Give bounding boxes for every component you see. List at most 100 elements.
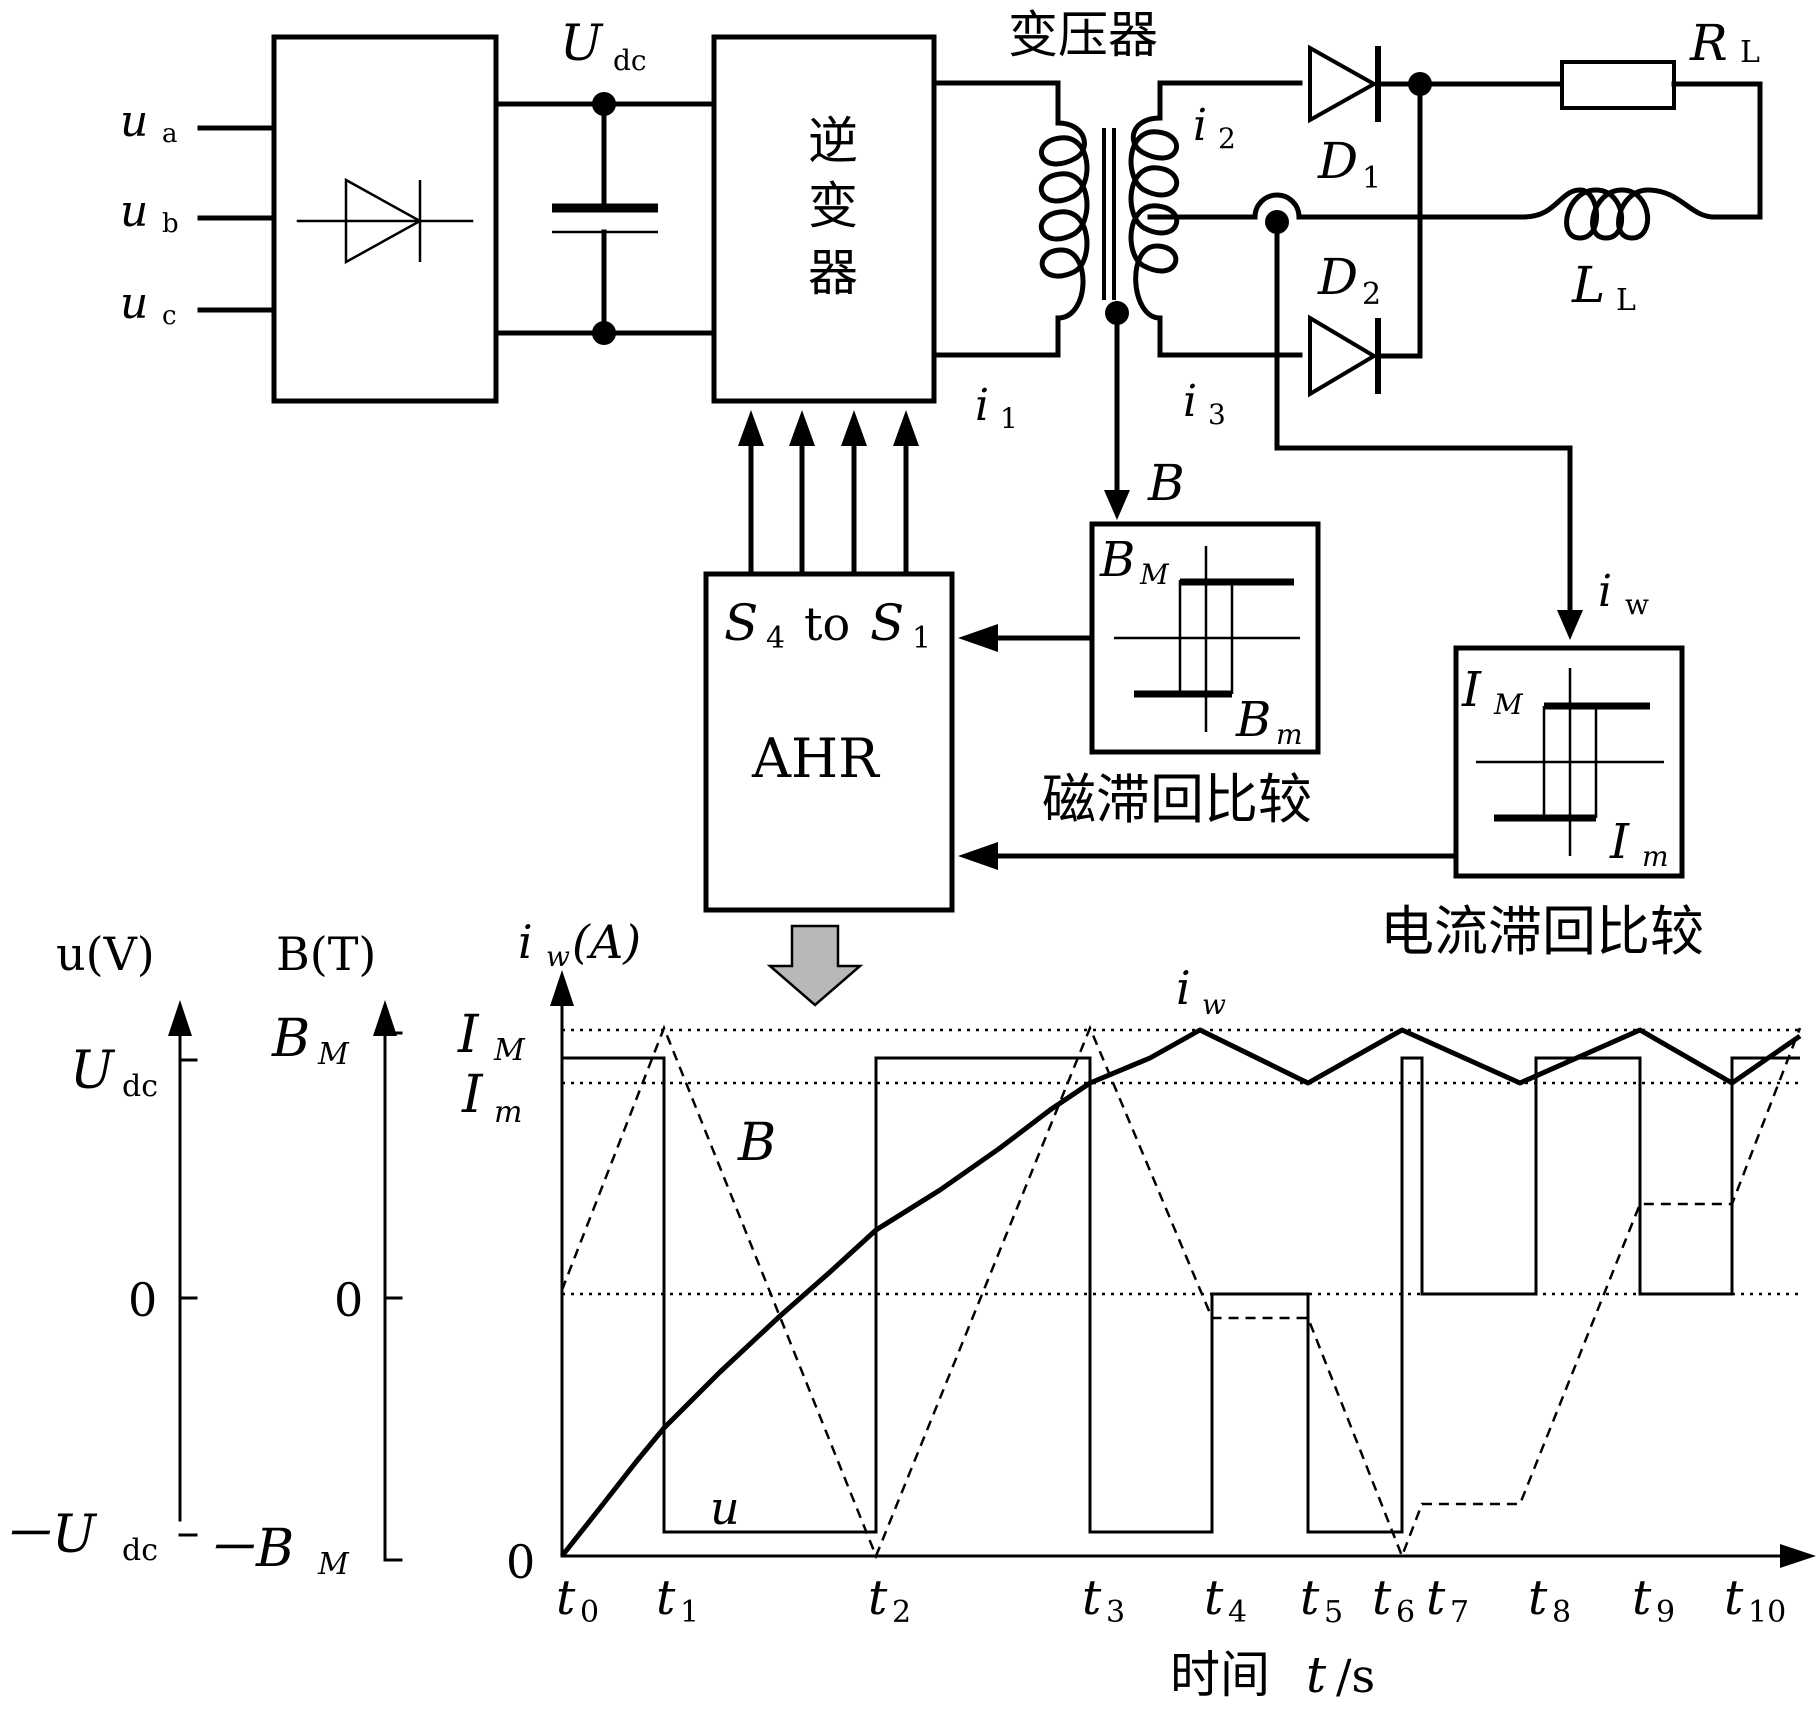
inverter-label-2: 变: [808, 177, 858, 235]
ahr-to: to: [804, 597, 850, 651]
b-bottom-sub: M: [317, 1547, 350, 1582]
current-hysteresis-comparator: I M I m 电流滞回比较: [1380, 645, 1704, 963]
iw-waveform: [560, 1027, 1802, 1558]
i-axis-title-unit: (A): [572, 915, 641, 969]
time-tick-sub-9: 9: [1656, 1595, 1675, 1630]
time-tick-t6: t: [1372, 1570, 1392, 1626]
x-axis-var: t: [1306, 1646, 1327, 1704]
input-sub-ub: b: [162, 209, 179, 239]
Im-label: I: [1609, 814, 1630, 870]
u-curve-label: u: [710, 1481, 740, 1535]
time-tick-t10: t: [1724, 1570, 1744, 1626]
time-tick-sub-2: 2: [892, 1595, 911, 1630]
diode-d1: D 1: [1308, 44, 1423, 196]
time-tick-sub-10: 10: [1748, 1595, 1786, 1630]
rl-label: R: [1689, 14, 1728, 72]
iw-curve-sub: w: [1202, 988, 1226, 1021]
magnetic-hysteresis-comparator: B M B m 磁滞回比较: [1042, 521, 1321, 831]
input-label-uc: u: [120, 278, 148, 329]
time-tick-t8: t: [1528, 1570, 1548, 1626]
time-tick-t2: t: [868, 1570, 888, 1626]
time-tick-t7: t: [1426, 1570, 1446, 1626]
rectifier-block: [271, 34, 499, 404]
ahr-s1: S: [870, 594, 904, 652]
b-axis-title: B(T): [276, 927, 376, 981]
udc-label: U: [560, 14, 604, 72]
flux-label: B: [1147, 454, 1185, 512]
i-zero-label: 0: [506, 1535, 535, 1589]
udc-sub: dc: [613, 44, 647, 77]
b-curve-label: B: [737, 1113, 776, 1173]
time-tick-sub-7: 7: [1450, 1595, 1469, 1630]
inverter-block: 逆 变 器: [711, 34, 937, 404]
time-tick-sub-0: 0: [580, 1595, 599, 1630]
left-axes: u(V) B(T) U dc 0 －U dc B M 0 －B M: [0, 927, 403, 1582]
i-axis-title-sub: w: [546, 940, 570, 973]
transformer: 变压器 B: [931, 6, 1303, 520]
load-circuit: R L L L i w: [1249, 14, 1763, 640]
iw-label: i: [1598, 566, 1612, 617]
i1-label: i: [975, 380, 989, 431]
inverter-label-1: 逆: [808, 112, 858, 170]
secondary-winding-icon: [1128, 115, 1180, 321]
u-bottom-label: －U: [0, 1505, 98, 1565]
i2-sub: 2: [1218, 122, 1236, 155]
u-zero-label: 0: [128, 1273, 157, 1327]
IM-label: I: [1461, 662, 1482, 718]
ll-label: L: [1571, 256, 1605, 314]
iw-sub: w: [1625, 588, 1649, 621]
primary-winding-icon: [1038, 120, 1090, 321]
rl-sub: L: [1740, 35, 1760, 70]
i-IM-label: I: [457, 1005, 480, 1065]
b-zero-label: 0: [334, 1273, 363, 1327]
diode-symbol-icon: [344, 177, 423, 265]
i-IM-sub: M: [493, 1033, 526, 1068]
mag-comparator-caption: 磁滞回比较: [1042, 768, 1312, 831]
u-top-sub: dc: [122, 1069, 158, 1104]
i-axis-title: i: [518, 915, 533, 969]
i-Im-sub: m: [494, 1095, 522, 1130]
iw-curve-label: i: [1176, 961, 1191, 1015]
i1-sub: 1: [1000, 402, 1018, 435]
d2-sub: 2: [1362, 277, 1381, 312]
time-tick-sub-5: 5: [1324, 1595, 1343, 1630]
bm-sub: m: [1276, 718, 1303, 751]
b-top-label: B: [271, 1009, 310, 1069]
main-axes: i w (A) I M I m 0 时间 t /s: [457, 915, 1816, 1704]
bM-sub: M: [1139, 558, 1170, 591]
bm-label: B: [1235, 692, 1271, 748]
time-tick-sub-4: 4: [1228, 1595, 1247, 1630]
time-tick-t1: t: [656, 1570, 676, 1626]
Im-sub: m: [1642, 840, 1669, 873]
u-waveform: [560, 1056, 1800, 1556]
ahr-s4-sub: 4: [766, 621, 785, 656]
b-waveform: [560, 1024, 1802, 1560]
u-bottom-sub: dc: [122, 1533, 158, 1568]
ll-sub: L: [1616, 283, 1636, 318]
bM-label: B: [1099, 532, 1135, 588]
ahr-s1-sub: 1: [912, 621, 931, 656]
inverter-label-3: 器: [808, 244, 858, 302]
input-sub-uc: c: [162, 301, 177, 331]
time-tick-sub-1: 1: [680, 1595, 699, 1630]
i-Im-label: I: [461, 1065, 484, 1125]
time-tick-sub-6: 6: [1396, 1595, 1415, 1630]
input-label-ub: u: [120, 186, 148, 237]
time-tick-t3: t: [1082, 1570, 1102, 1626]
b-top-sub: M: [317, 1037, 350, 1072]
i3-label: i: [1183, 376, 1197, 427]
d1-label: D: [1317, 132, 1358, 190]
i2-label: i: [1193, 100, 1207, 151]
u-top-label: U: [70, 1041, 116, 1101]
d1-sub: 1: [1362, 161, 1381, 196]
d2-label: D: [1317, 248, 1358, 306]
ahr-controller: S 4 to S 1 AHR: [703, 571, 955, 913]
time-tick-t0: t: [556, 1570, 576, 1626]
gate-signals: [738, 410, 919, 577]
three-phase-input: u a u b u c: [120, 96, 275, 331]
time-tick-sub-3: 3: [1106, 1595, 1125, 1630]
time-tick-t9: t: [1632, 1570, 1652, 1626]
